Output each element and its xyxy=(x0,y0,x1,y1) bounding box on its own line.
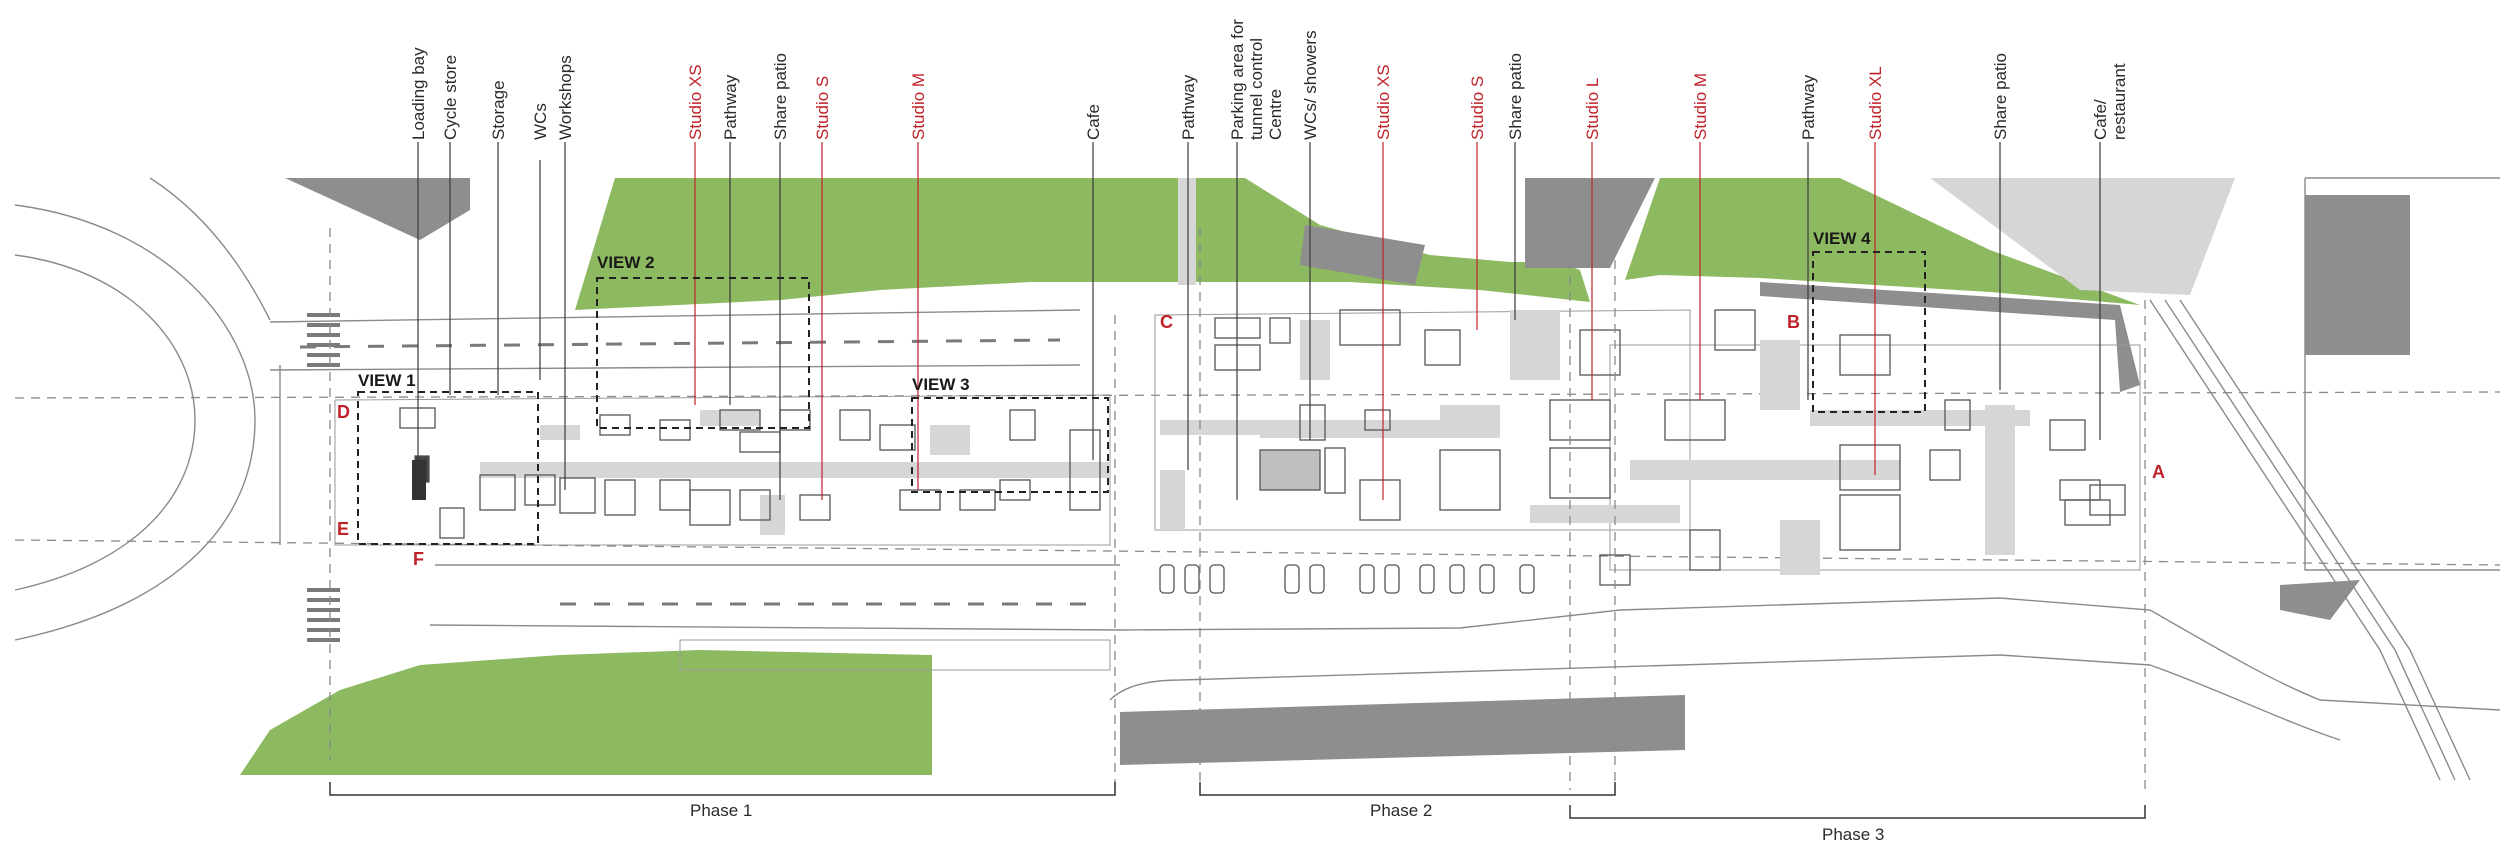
context-area-nw-pave xyxy=(1178,178,1196,285)
building-nw xyxy=(285,178,470,240)
section-marker-c: C xyxy=(1160,312,1173,332)
phase-2-bracket xyxy=(1199,782,1616,796)
view-label-4: VIEW 4 xyxy=(1813,229,1871,248)
building-footprint-west xyxy=(334,394,1111,546)
view-box-3 xyxy=(911,397,1109,493)
section-marker-a: A xyxy=(2152,462,2165,482)
label-loading-bay: Loading bay xyxy=(409,47,428,140)
road-north-bottom xyxy=(269,364,1081,371)
pedestrian-crossing-south xyxy=(307,588,340,642)
road-south-bottom xyxy=(429,624,1121,631)
label-studio-xs-1: Studio XS xyxy=(686,64,705,140)
leader-lines xyxy=(417,142,2101,500)
guide-line-south xyxy=(14,539,2500,566)
context-area-ne xyxy=(1930,178,2235,295)
green-area-south xyxy=(240,650,932,775)
section-marker-f: F xyxy=(413,549,424,569)
interior-pathways xyxy=(480,310,2030,575)
building-east xyxy=(2305,195,2410,355)
label-studio-l: Studio L xyxy=(1583,78,1602,140)
label-cafe-restaurant-line1: Cafe/ xyxy=(2091,99,2110,140)
label-cycle-store: Cycle store xyxy=(441,55,460,140)
section-lines xyxy=(329,228,2146,790)
building-north-mid xyxy=(1300,225,1425,285)
view-label-3: VIEW 3 xyxy=(912,375,970,394)
road-edge-west-arc-2 xyxy=(14,254,196,591)
view-label-1: VIEW 1 xyxy=(358,371,416,390)
road-south-curve xyxy=(1119,597,2500,711)
rail-line-2 xyxy=(2164,299,2456,781)
label-studio-xs-2: Studio XS xyxy=(1374,64,1393,140)
green-area-north-1 xyxy=(575,178,1590,310)
tunnel-structure xyxy=(1760,282,2140,392)
view-label-2: VIEW 2 xyxy=(597,253,655,272)
label-pathway-2: Pathway xyxy=(1179,74,1198,140)
phase-1-bracket xyxy=(329,782,1116,796)
building-se xyxy=(2280,580,2360,620)
site-frame-east xyxy=(2304,178,2500,571)
phase-3-bracket xyxy=(1569,805,2146,819)
label-pathway-3: Pathway xyxy=(1799,74,1818,140)
phase-2-label: Phase 2 xyxy=(1370,801,1432,820)
road-south-curve-2 xyxy=(1109,654,2341,741)
parking-bays xyxy=(1159,564,1535,594)
section-marker-e: E xyxy=(337,519,349,539)
label-share-patio-2: Share patio xyxy=(1506,53,1525,140)
view-box-1 xyxy=(357,391,539,545)
studio-units xyxy=(399,309,2126,586)
label-pathway-1: Pathway xyxy=(721,74,740,140)
label-studio-s-1: Studio S xyxy=(813,76,832,140)
phase-3-label: Phase 3 xyxy=(1822,825,1884,844)
view-box-2 xyxy=(596,277,810,429)
label-parking-area-line1: Parking area for xyxy=(1228,19,1247,140)
phase-1-label: Phase 1 xyxy=(690,801,752,820)
label-share-patio-3: Share patio xyxy=(1991,53,2010,140)
road-north-top xyxy=(269,309,1081,323)
label-wcs-showers: WCs/ showers xyxy=(1301,30,1320,140)
pedestrian-crossing-north xyxy=(307,313,340,367)
section-marker-d: D xyxy=(337,402,350,422)
label-cafe-restaurant-line2: restaurant xyxy=(2110,63,2129,140)
label-studio-m-1: Studio M xyxy=(909,73,928,140)
road-strip-south xyxy=(679,639,1111,671)
label-studio-s-2: Studio S xyxy=(1468,76,1487,140)
label-workshops: Workshops xyxy=(556,55,575,140)
road-edge-nw xyxy=(149,177,271,321)
rail-line-1 xyxy=(2149,299,2441,781)
green-area-north-2 xyxy=(1625,178,2140,305)
label-cafe-1: Cafe xyxy=(1084,104,1103,140)
label-studio-xl: Studio XL xyxy=(1866,66,1885,140)
label-studio-m-2: Studio M xyxy=(1691,73,1710,140)
building-north-right xyxy=(1525,178,1655,268)
section-marker-b: B xyxy=(1787,312,1800,332)
loading-bay-vehicle xyxy=(412,460,426,500)
south-slab xyxy=(1120,695,1685,765)
label-wcs: WCs xyxy=(531,103,550,140)
label-share-patio-1: Share patio xyxy=(771,53,790,140)
label-parking-area-line2: tunnel control xyxy=(1247,38,1266,140)
view-box-4 xyxy=(1812,251,1926,413)
road-edge-west-arc-1 xyxy=(14,204,256,641)
rail-line-3 xyxy=(2179,299,2471,781)
label-storage: Storage xyxy=(489,80,508,140)
label-parking-area-line3: Centre xyxy=(1266,89,1285,140)
lane-markings-north xyxy=(299,338,1061,349)
guide-line-north xyxy=(14,391,2500,399)
